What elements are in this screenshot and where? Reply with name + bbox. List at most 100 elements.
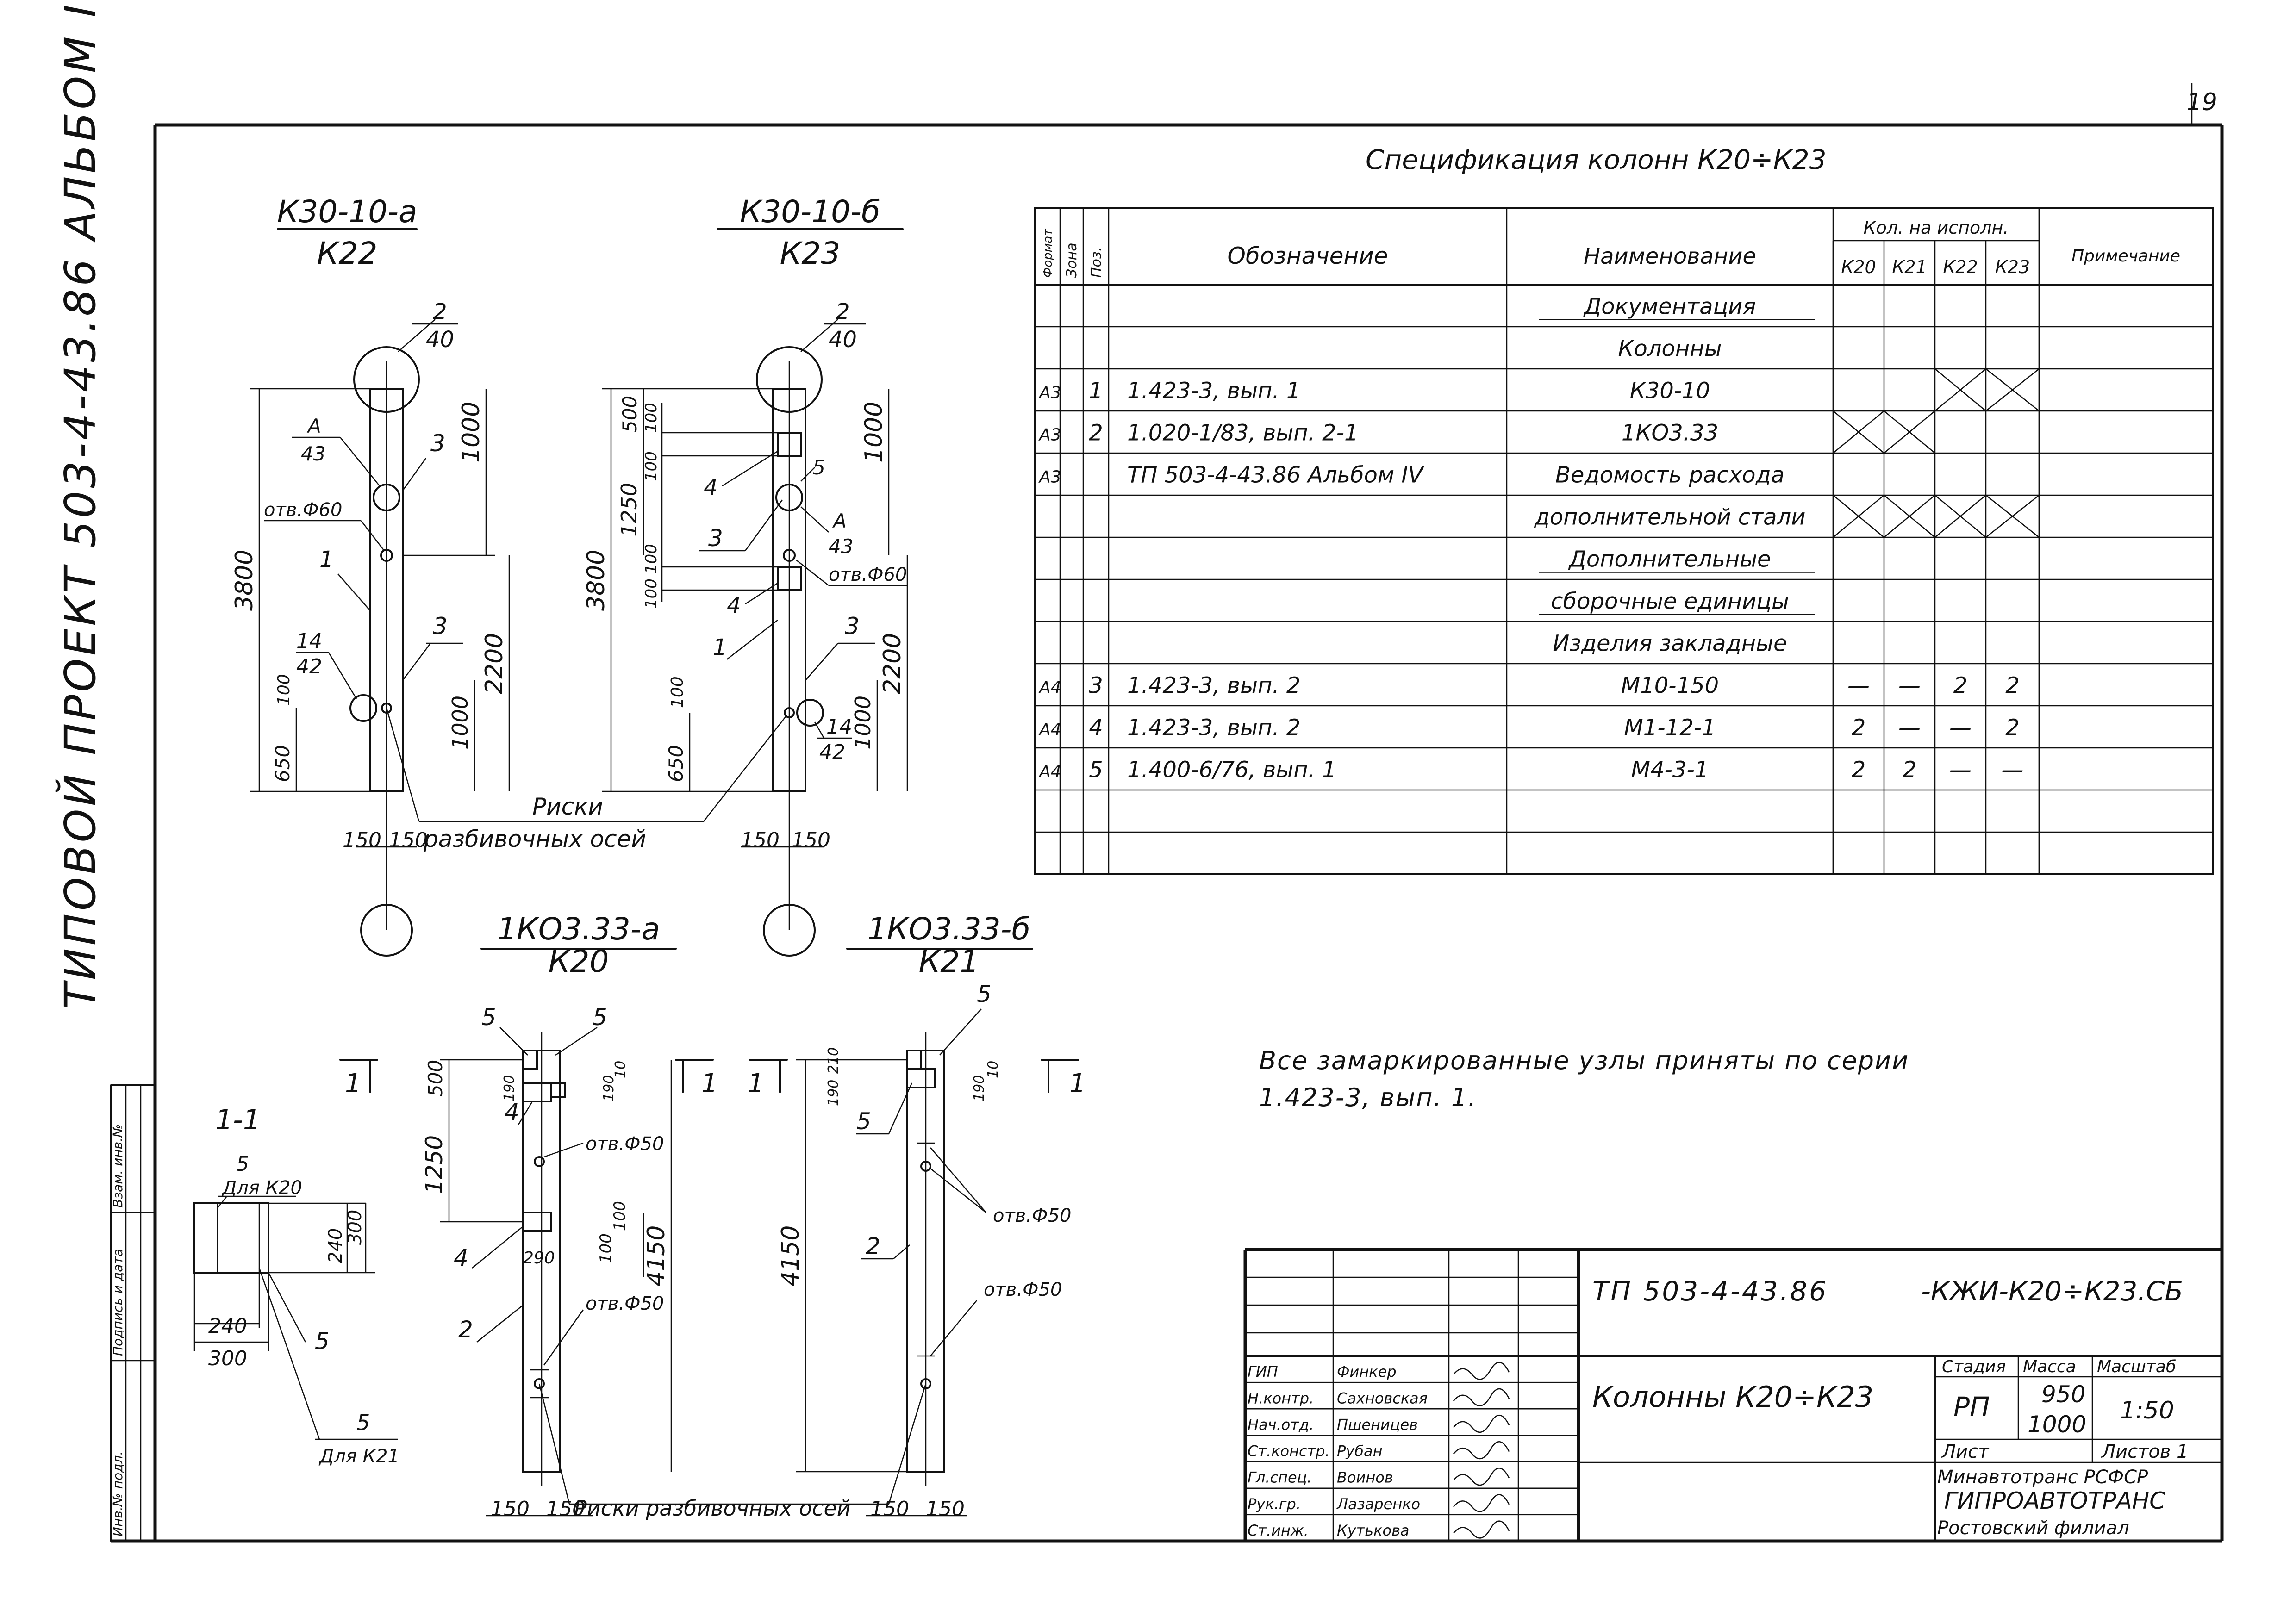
k23-leader-14: 14 — [826, 715, 852, 739]
signature-scribble — [1453, 1520, 1510, 1539]
spec-qty-k23: — — [2002, 757, 2024, 783]
spec-hdr-k22: К22 — [1943, 257, 1978, 277]
k23-dim-100-b: 100 — [642, 451, 661, 481]
spec-qty-k21: — — [1898, 715, 1921, 741]
drawing-k21: 1КО3.33-б К21 1 1 210 190 10 190 4150 5 … — [748, 911, 1086, 1521]
section-pos-5-bot: 5 — [356, 1410, 370, 1435]
spec-qty-k23: 2 — [2005, 673, 2020, 699]
binding-margin: Инв.№ подл. Подпись и дата Взам. инв.№ — [110, 1084, 156, 1542]
spec-name: Изделия закладные — [1553, 631, 1787, 657]
risks-label-top: Риски разбивочных осей — [386, 708, 787, 852]
spec-name: М4-3-1 — [1631, 757, 1709, 783]
signer-name: Финкер — [1337, 1363, 1397, 1380]
k21-dim-4150: 4150 — [777, 1225, 805, 1287]
k21-section-mark-l: 1 — [748, 1069, 764, 1099]
k21-pos-5-bot: 5 — [856, 1108, 871, 1135]
spec-cross — [1985, 495, 2040, 538]
k23-pos-4-top: 4 — [704, 475, 718, 501]
k20-section-mark-l: 1 — [345, 1069, 362, 1099]
signature-scribble — [1453, 1362, 1510, 1380]
k21-mark: 1КО3.33-б — [867, 911, 1030, 947]
spec-designation: 1.020-1/83, вып. 2-1 — [1127, 420, 1359, 446]
k20-pos-4-top: 4 — [505, 1099, 519, 1126]
tb-mass-label: Масса — [2023, 1357, 2076, 1376]
k21-hole50-bot: отв.Ф50 — [984, 1279, 1062, 1300]
k20-dim-150-l: 150 — [491, 1497, 530, 1521]
k21-pos-5-top: 5 — [977, 981, 992, 1007]
k23-leader-a: А — [832, 510, 847, 532]
spec-pos: 5 — [1089, 757, 1103, 783]
spec-hdr-note: Примечание — [2071, 247, 2180, 266]
k22-pos-3-top: 3 — [430, 430, 445, 457]
k23-mark: К30-10-б — [740, 194, 880, 230]
drawing-k20: 1КО3.33-а К20 1 1 500 1250 190 10 190 10… — [339, 911, 718, 1521]
signature-scribble — [1453, 1441, 1510, 1460]
tb-object-name: Колонны К20÷К23 — [1592, 1380, 1873, 1414]
k22-leader-43: 43 — [301, 442, 325, 465]
spec-designation: 1.400-6/76, вып. 1 — [1127, 757, 1336, 783]
signer-name: Лазаренко — [1336, 1495, 1420, 1513]
spec-name: 1КО3.33 — [1622, 420, 1718, 446]
signer-name: Воинов — [1337, 1469, 1393, 1486]
tb-org-3: Ростовский филиал — [1937, 1517, 2129, 1539]
k22-dim-1000-top: 1000 — [457, 402, 485, 463]
tb-org-1: Минавтотранс РСФСР — [1937, 1467, 2148, 1488]
tb-stage: РП — [1953, 1391, 1990, 1423]
k21-dim-190: 190 — [825, 1080, 842, 1106]
tb-scale-label: Масштаб — [2097, 1357, 2176, 1376]
spec-cross — [1833, 495, 1884, 538]
spec-name: М10-150 — [1621, 673, 1719, 699]
spec-format: А3 — [1038, 384, 1061, 403]
k23-dim-1000-bot: 1000 — [850, 696, 875, 750]
spec-qty-k22: — — [1949, 715, 1972, 741]
k22-leader-40: 40 — [426, 327, 454, 353]
k22-dim-100: 100 — [275, 674, 293, 706]
spec-pos: 2 — [1089, 420, 1103, 446]
signer-role: ГИП — [1248, 1363, 1278, 1380]
k23-dim-100-d: 100 — [642, 578, 661, 609]
drawing-k23: К30-10-б К23 3800 500 1250 100 100 100 1… — [582, 194, 908, 957]
signer-role: Ст.констр. — [1248, 1443, 1330, 1460]
signer-role: Гл.спец. — [1248, 1469, 1312, 1486]
spec-pos: 3 — [1089, 673, 1103, 699]
note-line2: 1.423-3, вып. 1. — [1259, 1083, 1477, 1112]
spec-qty-k20: — — [1847, 673, 1870, 699]
margin-inv-label: Инв.№ подл. — [110, 1451, 125, 1536]
k20-dim-10: 10 — [612, 1061, 629, 1078]
spec-designation: 1.423-3, вып. 2 — [1127, 715, 1300, 741]
k20-pos-5-l: 5 — [481, 1004, 496, 1031]
signature-scribble — [1453, 1468, 1510, 1486]
k23-dim-1250: 1250 — [617, 483, 642, 537]
spec-name: М1-12-1 — [1624, 715, 1716, 741]
k21-section-mark-r: 1 — [1069, 1069, 1086, 1099]
risks-label-bottom: Риски разбивочных осей — [538, 1383, 927, 1521]
k22-dim-150-l: 150 — [343, 828, 381, 852]
tb-sheet-label: Лист — [1941, 1441, 1990, 1462]
section-dim-240: 240 — [208, 1314, 247, 1338]
risks-line2: разбивочных осей — [423, 826, 646, 852]
note-line1: Все замаркированные узлы приняты по сери… — [1259, 1046, 1909, 1075]
k22-hole60: отв.Ф60 — [264, 499, 342, 521]
spec-name: дополнительной стали — [1534, 504, 1806, 530]
k22-leader-14: 14 — [296, 629, 322, 653]
spec-cross — [1934, 368, 1986, 411]
spec-designation: ТП 503-4-43.86 Альбом IV — [1127, 462, 1425, 488]
spec-format: А3 — [1038, 426, 1061, 445]
k21-dim-10: 10 — [985, 1061, 1001, 1078]
section-pos-5-top: 5 — [236, 1152, 249, 1176]
spec-pos: 4 — [1089, 715, 1103, 741]
k23-pos-4-bot: 4 — [727, 593, 741, 619]
signer-name: Сахновская — [1337, 1389, 1428, 1407]
spec-cross — [1985, 368, 2040, 411]
spec-format: А4 — [1038, 721, 1061, 740]
k21-dim-150-r: 150 — [926, 1497, 965, 1521]
k20-dim-1250: 1250 — [421, 1135, 448, 1194]
k23-pos-1: 1 — [713, 634, 727, 660]
spec-name: Ведомость расхода — [1555, 462, 1784, 488]
k23-pos-3-bot: 3 — [845, 613, 860, 640]
k21-dim-190-r: 190 — [971, 1075, 987, 1101]
k22-dim-150-r: 150 — [389, 828, 428, 852]
k23-dim-500: 500 — [618, 396, 641, 433]
